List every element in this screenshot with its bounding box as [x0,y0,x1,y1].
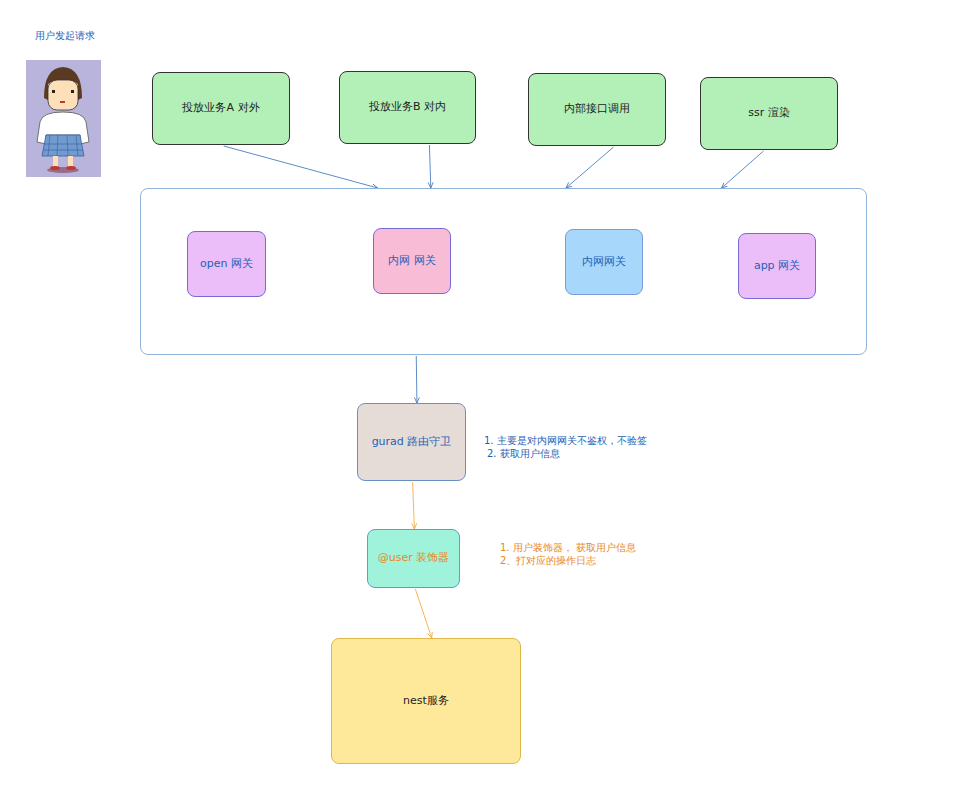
decorator-box: @user 装饰器 [367,529,460,588]
process-box: ssr 渲染 [700,77,838,150]
title-note: 用户发起请求 [35,29,95,42]
guard-box: gurad 路由守卫 [357,403,466,481]
connector-arrow [566,147,614,188]
process-box: 投放业务B 对内 [339,71,476,144]
node-text: gurad 路由守卫 [372,435,452,449]
node-text: nest服务 [403,694,449,708]
process-box: 内部接口调用 [528,73,666,146]
service-box: nest服务 [331,638,521,764]
connector-arrow [413,482,415,529]
note-text: 2. 获取用户信息 [487,447,560,460]
connector-arrow [429,145,430,188]
node-text: app 网关 [754,259,800,273]
connector-arrow [722,151,764,188]
node-text: 内部接口调用 [564,102,630,116]
gateway-box: app 网关 [738,233,816,299]
node-text: ssr 渲染 [748,106,789,120]
user-illustration [26,60,101,177]
node-text: 投放业务A 对外 [182,101,259,115]
node-text: 内网网关 [582,255,626,269]
gateway-box: 内网网关 [565,229,643,295]
connector-arrow [416,356,418,403]
note-text: 1. 用户装饰器， 获取用户信息 [500,541,636,554]
gateway-box: open 网关 [187,231,266,297]
node-text: 投放业务B 对内 [369,100,446,114]
connector-arrow [415,589,431,638]
node-text: 内网 网关 [388,254,436,268]
node-text: open 网关 [200,257,253,271]
gateway-group: open 网关 内网 网关 内网网关 app 网关 [140,188,867,355]
note-text: 1. 主要是对内网网关不鉴权，不验签 [484,434,647,447]
process-box: 投放业务A 对外 [152,72,290,145]
connector-arrow [224,146,378,188]
node-text: @user 装饰器 [378,551,450,565]
gateway-box: 内网 网关 [373,228,451,294]
note-text: 2、打对应的操作日志 [500,554,596,567]
